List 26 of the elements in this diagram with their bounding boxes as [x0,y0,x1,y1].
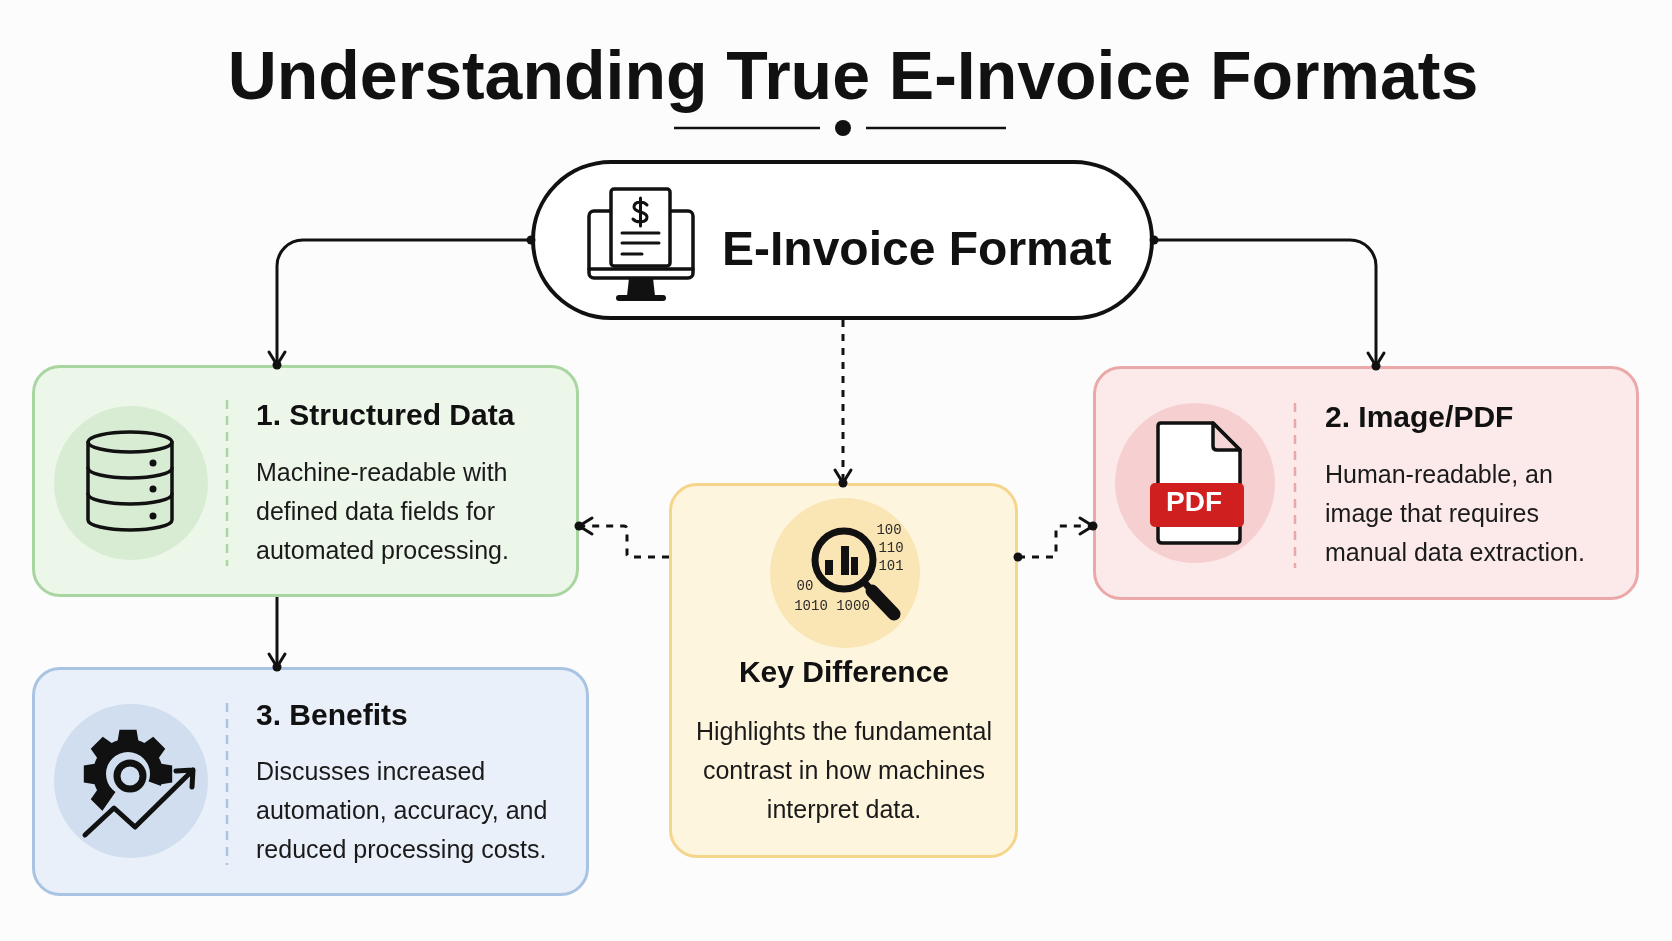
dashed-arrow [573,516,669,559]
node-description: Highlights the fundamental contrast in how machines interpret data. [695,716,993,825]
rounded-card [32,667,589,896]
rounded-card [669,483,1018,858]
arrow [1149,235,1386,372]
node-description: Discusses increased automation, accuracy, and reduced processing costs. [256,756,549,865]
node-title: Key Difference [737,654,951,690]
binary-digits: 1010 1000 [794,598,870,614]
rounded-card [32,365,579,597]
dashed-arrow [1013,516,1099,562]
page-title: Understanding True E-Invoice Formats [227,36,1479,115]
node-title: 2. Image/PDF [1325,399,1515,435]
rounded-card [1093,366,1639,600]
binary-digits: 100 [876,522,902,538]
binary-digits: 110 [878,540,904,556]
dashed-arrow [833,320,853,489]
badge-label: PDF [1166,486,1222,518]
node-title: 1. Structured Data [256,397,516,433]
arrow [267,597,287,673]
node-description: Human-readable, an image that requires manual data extraction. [1325,459,1586,568]
binary-digits: 101 [878,558,904,574]
node-title: 3. Benefits [256,697,409,733]
node-description: Machine-readable with defined data fields for automated processing. [256,457,510,566]
arrow [267,235,536,371]
node-label: E-Invoice Format [722,221,1112,277]
binary-digits: 00 [796,578,814,594]
